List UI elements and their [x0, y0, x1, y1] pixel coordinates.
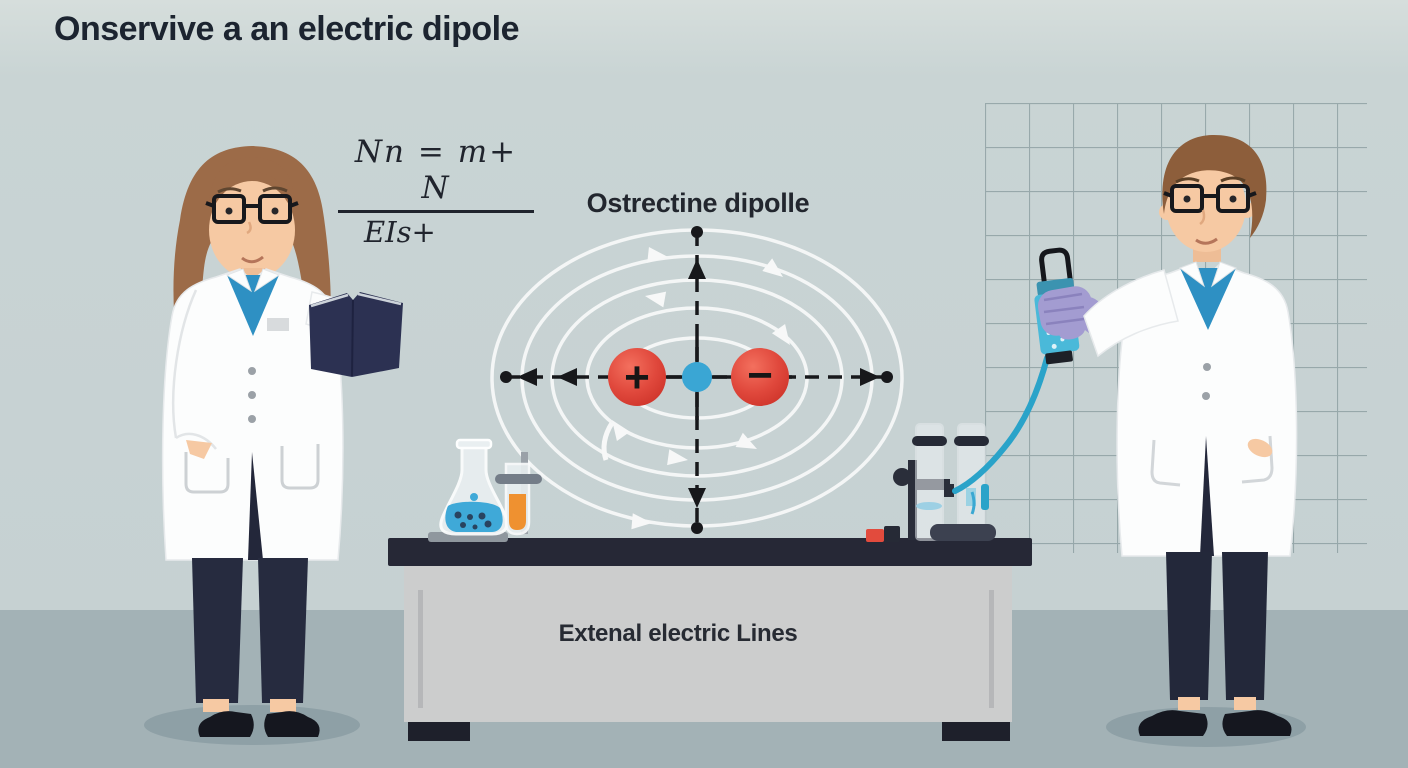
tube-liquid	[509, 494, 526, 530]
woman-shoes	[198, 711, 254, 737]
table-label: Extenal electric Lines	[558, 620, 798, 647]
man-face	[1166, 160, 1246, 252]
woman-hand-in-pocket	[186, 440, 212, 459]
coat-buttons	[248, 367, 256, 423]
woman-pants	[192, 558, 243, 703]
man-shoes	[1138, 710, 1208, 736]
apparatus-base	[930, 524, 996, 541]
lab-table	[388, 538, 1032, 741]
page-title: Onservive a an electric dipole	[54, 10, 520, 48]
formula-fraction-bar	[338, 210, 534, 213]
man-hand-in-pocket	[1247, 438, 1273, 458]
dark-box	[884, 526, 900, 542]
table-foot-right	[942, 722, 1010, 741]
man-hair	[1162, 134, 1267, 238]
left-scientist	[161, 146, 403, 737]
field-direction-arrows	[601, 246, 790, 530]
test-tube	[495, 462, 542, 536]
man-pants	[1166, 552, 1212, 700]
positive-charge: +	[608, 348, 666, 406]
device-handle	[1039, 247, 1074, 286]
dipole-field-diagram: + −	[490, 226, 904, 534]
blue-cable	[952, 355, 1050, 494]
negative-charge: −	[731, 348, 789, 406]
positive-charge-symbol: +	[624, 353, 650, 402]
man-arm-sleeve	[1083, 269, 1179, 358]
woman-smile	[241, 255, 264, 264]
negative-charge-symbol: −	[747, 351, 773, 400]
man-shirt	[1180, 268, 1236, 330]
formula-numerator: Nn = m+ N	[354, 134, 518, 206]
lab-apparatus	[866, 423, 996, 542]
right-scientist	[952, 134, 1298, 736]
table-body	[404, 566, 1012, 722]
table-top	[388, 538, 1032, 566]
man-glasses	[1163, 184, 1257, 213]
erlenmeyer-flask	[439, 438, 509, 536]
notebook	[309, 292, 403, 377]
woman-glasses	[205, 194, 299, 224]
glass-cylinders	[912, 423, 989, 541]
table-foot-left	[408, 722, 470, 741]
diagram-label: Ostrectine dipolle	[586, 188, 810, 218]
man-smile	[1195, 237, 1218, 245]
flask-and-test-tube	[428, 438, 542, 542]
tube-holder	[495, 474, 542, 484]
formula-block: Nn = m+ N EIs+	[338, 134, 534, 249]
woman-face	[209, 181, 295, 279]
red-box	[866, 529, 884, 542]
center-dot	[682, 362, 712, 392]
woman-badge	[267, 318, 289, 331]
woman-shirt	[227, 275, 279, 336]
formula-denominator: EIs+	[364, 215, 436, 249]
